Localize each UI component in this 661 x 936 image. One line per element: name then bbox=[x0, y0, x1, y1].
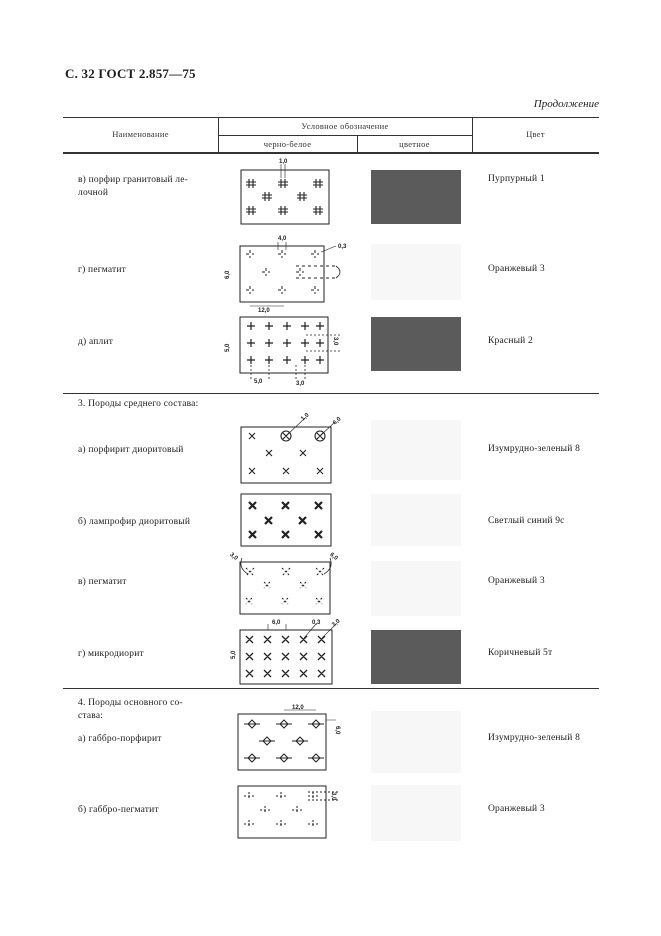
col-bw-header: черно-белое bbox=[263, 139, 312, 149]
symbol-microdiorite: 5,0 6,0 0,3 3,0 bbox=[231, 618, 342, 685]
col-symbol-header: Условное обозначение bbox=[301, 121, 389, 131]
dim-4a: 1,0 bbox=[300, 412, 311, 422]
color-orange-3c: Оранжевый 3 bbox=[488, 804, 545, 814]
col-divider-1 bbox=[218, 117, 219, 153]
row-name-microdiorite: г) микродиорит bbox=[78, 649, 144, 659]
color-purple-1: Пурпурный 1 bbox=[488, 174, 545, 184]
row-name-gabbro-pegmatite: б) габбро-пегматит bbox=[78, 805, 159, 815]
dim-7b: 6,0 bbox=[272, 620, 281, 626]
symbol-porphyry-granite: 1,0 bbox=[240, 159, 330, 225]
swatch-orange bbox=[371, 244, 461, 300]
row-name-lamprophyre-diorite: б) лампрофир диоритовый bbox=[78, 517, 191, 527]
section-rule-3 bbox=[63, 393, 599, 394]
section-intermediate: 3. Породы среднего состава: bbox=[78, 399, 199, 409]
header-bottom-rule-2 bbox=[63, 153, 599, 154]
swatch-emerald-2 bbox=[371, 711, 461, 773]
dim-8a: 12,0 bbox=[292, 705, 304, 711]
swatch-orange-3 bbox=[371, 785, 461, 841]
col-color-header: Цвет bbox=[526, 129, 545, 139]
table-top-rule bbox=[63, 117, 599, 118]
dim-3c: 5,0 bbox=[225, 343, 231, 352]
dim-4b: 6,0 bbox=[332, 416, 343, 426]
dim-2c: 6,0 bbox=[225, 270, 231, 279]
dim-9a: 3,0 bbox=[330, 792, 336, 801]
dim-2d: 12,0 bbox=[258, 308, 270, 314]
dim-3b: 3,0 bbox=[296, 381, 305, 387]
row-name-porphyrite-diorite: а) порфирит диоритовый bbox=[78, 445, 184, 455]
color-brown-5t: Коричневый 5т bbox=[488, 648, 553, 658]
dim-1: 1,0 bbox=[279, 159, 288, 165]
row-name-aplite: д) аплит bbox=[78, 337, 114, 347]
dim-2a: 4,0 bbox=[278, 236, 287, 242]
dim-8b: 6,0 bbox=[334, 726, 340, 735]
color-red-2: Красный 2 bbox=[488, 336, 533, 346]
dim-3a: 5,0 bbox=[254, 379, 263, 385]
col-colored-header: цветное bbox=[399, 139, 430, 149]
symbol-porphyrite-diorite: 1,0 6,0 bbox=[240, 412, 343, 484]
dim-6a: 3,0 bbox=[228, 552, 239, 562]
dim-7c: 0,3 bbox=[312, 620, 321, 626]
dim-3d: 3,0 bbox=[332, 337, 338, 346]
swatch-brown bbox=[371, 630, 461, 684]
swatch-light-blue bbox=[371, 494, 461, 546]
section-rule-4 bbox=[63, 688, 599, 689]
color-emerald-8b: Изумрудно-зеленый 8 bbox=[488, 733, 581, 743]
row-name-porphyry-granite: в) порфир гранитовый ле- лочной bbox=[78, 175, 189, 198]
symbol-lamprophyre-diorite bbox=[240, 493, 332, 547]
page-header: С. 32 ГОСТ 2.857—75 bbox=[65, 66, 196, 81]
dim-7d: 3,0 bbox=[331, 618, 342, 628]
dim-7a: 5,0 bbox=[231, 650, 237, 659]
symbol-pegmatite-dashed: 3,0 6,0 bbox=[228, 552, 339, 615]
dim-6b: 6,0 bbox=[328, 552, 339, 562]
row-name-pegmatite-1: г) пегматит bbox=[78, 265, 127, 275]
col-divider-2 bbox=[357, 135, 358, 153]
swatch-orange-2 bbox=[371, 561, 461, 616]
swatch-red bbox=[371, 317, 461, 371]
color-orange-3: Оранжевый 3 bbox=[488, 264, 545, 274]
row-name-gabbro-porphyrite: а) габбро-порфирит bbox=[78, 734, 162, 744]
symbol-gabbro-pegmatite: 3,0 bbox=[237, 785, 338, 839]
color-emerald-8: Изумрудно-зеленый 8 bbox=[488, 444, 581, 454]
color-orange-3b: Оранжевый 3 bbox=[488, 576, 545, 586]
swatch-emerald bbox=[371, 420, 461, 480]
col-name-header: Наименование bbox=[112, 129, 169, 139]
swatch-purple bbox=[371, 170, 461, 224]
symbol-subheader-rule bbox=[218, 135, 472, 136]
color-light-blue-9c: Светлый синий 9с bbox=[488, 516, 565, 526]
symbol-gabbro-porphyrite: 12,0 6,0 bbox=[237, 705, 340, 771]
section-basic: 4. Породы основного со- става: bbox=[78, 698, 183, 721]
dim-2b: 0,3 bbox=[338, 244, 347, 250]
col-divider-3 bbox=[472, 117, 473, 153]
continuation-label: Продолжение bbox=[533, 98, 599, 110]
row-name-pegmatite-2: в) пегматит bbox=[78, 577, 127, 587]
symbol-pegmatite: 4,0 0,3 6,0 12,0 bbox=[225, 236, 347, 314]
symbol-aplite: 5,0 3,0 5,0 3,0 bbox=[225, 316, 340, 387]
header-bottom-rule bbox=[63, 152, 599, 153]
